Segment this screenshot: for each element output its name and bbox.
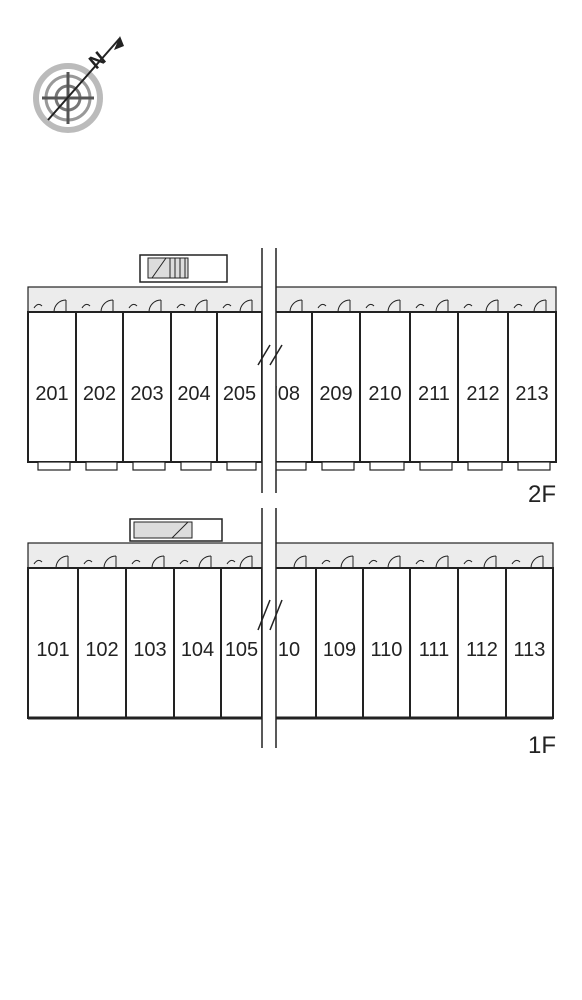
door-arc-icon [435,555,449,569]
balcony [85,461,118,471]
door-arc-icon [194,299,208,313]
door-arc-icon [530,555,544,569]
door-arc-icon [148,299,162,313]
door-arc-icon [53,299,67,313]
door-arc-icon [533,299,547,313]
door-arc-icon [387,555,401,569]
door-arc-icon [387,299,401,313]
door-arc-icon [485,299,499,313]
compass-rose-icon: N [30,30,130,140]
unit-number: 112 [466,639,498,661]
door-arc-icon [483,555,497,569]
unit-number: 202 [83,383,116,405]
unit-number: 113 [514,639,546,661]
unit-number: 212 [466,383,499,405]
door-arc-icon [151,555,165,569]
door-arc-icon [198,555,212,569]
unit-number: 105 [225,639,258,661]
balcony [37,461,71,471]
unit-number: 203 [130,383,163,405]
unit-number: 209 [319,383,352,405]
balcony [180,461,212,471]
door-arc-icon [100,299,114,313]
unit-number: 213 [515,383,548,405]
door-arc-icon [340,555,354,569]
door-arc-icon [337,299,351,313]
door-arc-icon [55,555,69,569]
unit-number: 109 [323,639,356,661]
door-arc-icon [293,555,307,569]
unit-number: 101 [36,639,69,661]
unit-number: 210 [368,383,401,405]
balcony [517,461,551,471]
unit-number: '08 [274,383,300,405]
balcony [369,461,405,471]
unit-number: 201 [35,383,68,405]
unit-number: 103 [133,639,166,661]
floor-label-1f: 1F [528,732,557,759]
balcony [467,461,503,471]
unit-number: 104 [181,639,214,661]
unit-number: 10 [278,639,300,661]
door-arc-icon [289,299,303,313]
balcony [321,461,355,471]
unit-number: 110 [371,639,403,661]
door-arc-icon [239,299,253,313]
unit-number: 211 [418,383,450,405]
unit-number: 111 [419,639,449,661]
unit-number: 205 [223,383,256,405]
floor-2f: 201 202 203 204 205 '08 209 210 211 212 213 [27,254,557,471]
unit-number: 204 [177,383,210,405]
door-arc-icon [239,555,253,569]
balcony [271,461,307,471]
door-arc-icon [435,299,449,313]
balcony [419,461,453,471]
unit-number: 102 [85,639,118,661]
door-arc-icon [103,555,117,569]
balcony [226,461,257,471]
floor-label-2f: 2F [528,481,557,508]
floor-1f: 101 102 103 104 105 10 109 110 111 112 113 [27,518,554,720]
balcony [132,461,166,471]
